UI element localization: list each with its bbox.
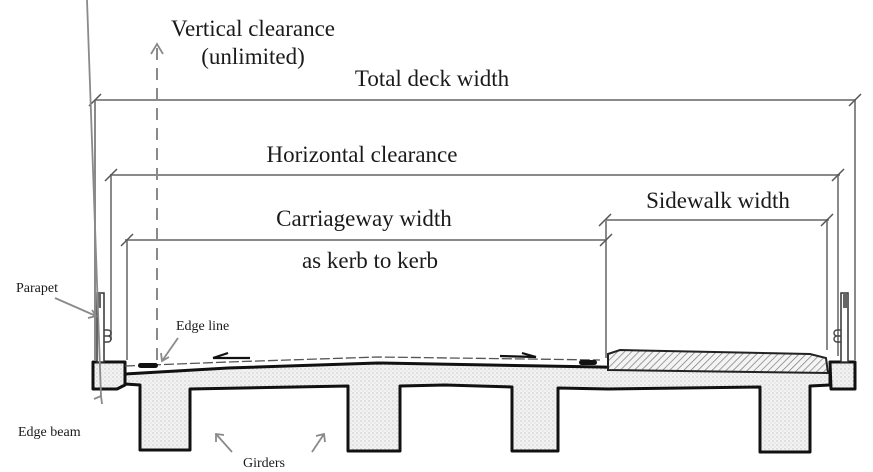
carriageway-width-label: Carriageway width [276, 206, 452, 231]
arrow-icon [215, 432, 225, 442]
tick-mark [848, 93, 862, 107]
edge-line-leader-arrow [161, 337, 179, 362]
parapet-label: Parapet [16, 281, 58, 296]
arrow-icon [315, 432, 326, 443]
horizontal-clearance-dimension [104, 168, 845, 356]
girders-label: Girders [243, 456, 285, 471]
arrow-up-icon [150, 42, 164, 55]
parapet-leader-arrow [54, 297, 97, 317]
road-surface-line [124, 356, 601, 367]
tick-mark [599, 233, 613, 247]
horizontal-clearance-label: Horizontal clearance [267, 142, 458, 167]
left-edge-beam [91, 360, 127, 391]
edge-beam-label: Edge beam [18, 425, 81, 440]
sidewalk-width-label: Sidewalk width [646, 188, 790, 213]
right-edge-beam [828, 360, 857, 391]
left-edge-line-marking [138, 363, 158, 368]
arrow-icon [87, 309, 98, 319]
vertical-clearance-label: Vertical clearance [171, 16, 335, 41]
right-parapet [833, 292, 849, 363]
vertical-clearance-indicator [150, 42, 164, 362]
deck-slab-and-girders [123, 361, 832, 454]
arrow-icon [93, 394, 103, 405]
traffic-arrow-left-icon [212, 351, 250, 360]
arrow-icon [160, 352, 170, 363]
girder-leader-arrow-right [311, 433, 325, 453]
edge-line-label: Edge line [176, 319, 229, 334]
traffic-arrow-right-icon [499, 351, 537, 359]
tick-mark [104, 168, 118, 182]
carriageway-width-dimension [120, 220, 613, 360]
sidewalk-width-dimension [598, 213, 834, 350]
vertical-clearance-sublabel: (unlimited) [201, 44, 304, 69]
tick-mark [820, 213, 834, 227]
total-deck-width-label: Total deck width [355, 66, 510, 91]
tick-mark [831, 168, 845, 182]
carriageway-width-sublabel: as kerb to kerb [302, 248, 438, 273]
girder-leader-arrow-left [215, 433, 233, 453]
edge-beam-leader-arrow [86, 0, 102, 397]
sidewalk [607, 348, 830, 375]
right-edge-line-marking [579, 360, 597, 365]
tick-mark [120, 233, 134, 247]
